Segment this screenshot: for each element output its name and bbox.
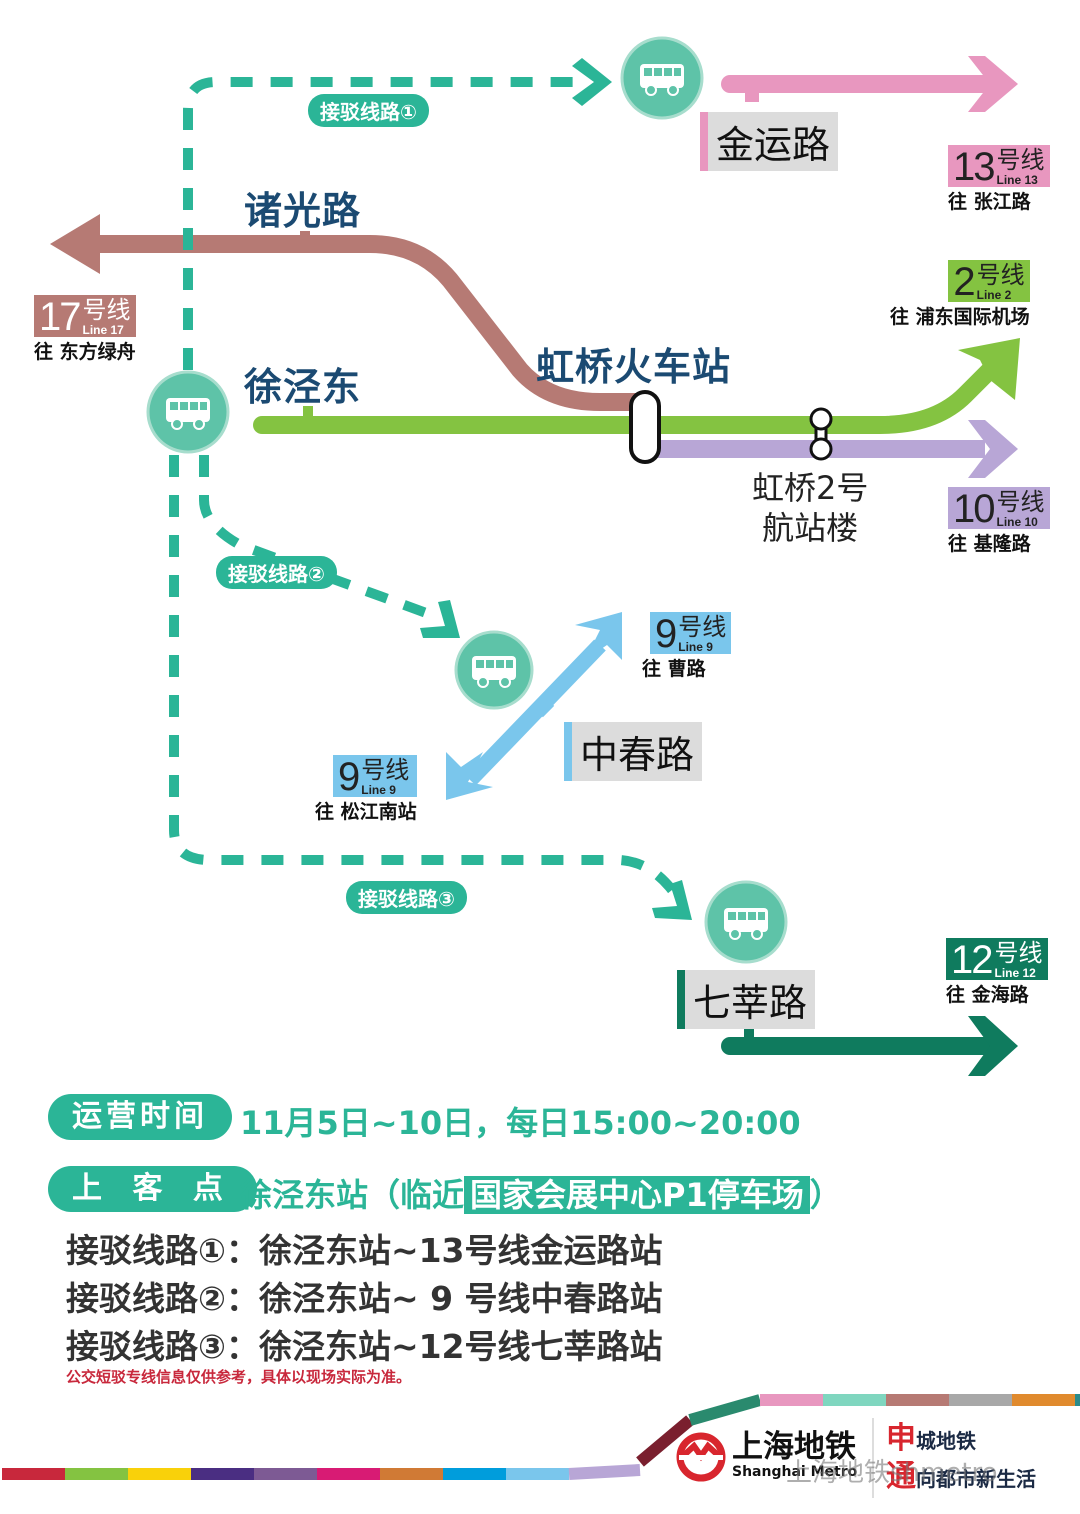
stripe-segment: [65, 1468, 128, 1480]
station-zhongchunlu: 中春路: [564, 722, 703, 781]
metro-line-color-stripe: [2, 1394, 1080, 1480]
line-2-track: [253, 338, 1020, 434]
route-description: 接驳线路③：徐泾东站~12号线七莘路站: [66, 1327, 663, 1366]
line-13-track: [721, 56, 1018, 112]
shuttle-route-1-path: [183, 58, 612, 370]
station-qixinlu: 七莘路: [677, 970, 816, 1029]
bus-stop-icon: [704, 880, 788, 964]
route-description: 接驳线路①：徐泾东站~13号线金运路站: [66, 1231, 663, 1270]
stripe-segment: [380, 1468, 443, 1480]
line-17-destination: 往 东方绿舟: [34, 341, 136, 363]
route-description: 接驳线路②：徐泾东站~ 9 号线中春路站: [66, 1279, 663, 1318]
stripe-segment: [128, 1468, 191, 1480]
pickup-point-label: 上 客 点: [48, 1166, 257, 1212]
line-9-track: [446, 612, 622, 800]
line-2-destination: 往 浦东国际机场: [890, 306, 1030, 328]
stripe-segment: [1012, 1394, 1075, 1406]
line-17-track: [50, 214, 645, 411]
station-jinyunlu: 金运路: [700, 112, 839, 171]
line-13-destination: 往 张江路: [948, 191, 1031, 213]
station-hongqiao-t2: 虹桥2号 航站楼: [752, 468, 868, 548]
hongqiao-t2-interchange-icon: [809, 407, 833, 461]
shuttle-route-2-path: [199, 455, 460, 638]
stripe-segment: [317, 1468, 380, 1480]
operating-hours-label: 运营时间: [48, 1094, 232, 1140]
stripe-segment: [506, 1468, 569, 1480]
shuttle-route-2-label: 接驳线路②: [216, 556, 337, 589]
station-hongqiao-t2-line1: 虹桥2号: [752, 469, 869, 507]
stripe-segment: [823, 1394, 886, 1406]
pickup-point-value: 徐泾东站（临近国家会展中心P1停车场）: [240, 1176, 842, 1214]
station-hongqiao-railway: 虹桥火车站: [536, 345, 732, 389]
line-10-destination: 往 基隆路: [948, 533, 1031, 555]
stripe-segment: [254, 1468, 317, 1480]
pickup-point-highlight: 国家会展中心P1停车场: [464, 1176, 810, 1214]
operating-hours-value: 11月5日~10日，每日15:00~20:00: [240, 1104, 801, 1142]
stripe-segment: [688, 1394, 762, 1426]
disclaimer-note: 公交短驳专线信息仅供参考，具体以现场实际为准。: [66, 1368, 412, 1386]
shuttle-route-1-label: 接驳线路①: [308, 94, 429, 127]
station-hongqiao-t2-line2: 航站楼: [762, 509, 859, 547]
slogan: 申城地铁 通向都市新生活: [886, 1421, 1036, 1494]
stripe-segment: [191, 1468, 254, 1480]
station-zhuguanglu: 诸光路: [244, 189, 362, 233]
watermark: 上海地铁shmetro: [786, 1458, 998, 1488]
stripe-segment: [2, 1468, 65, 1480]
shanghai-metro-wordmark: 上海地铁 Shanghai Metro: [732, 1429, 858, 1480]
stripe-segment: [443, 1468, 506, 1480]
bus-stop-icon: [454, 630, 534, 710]
stripe-segment: [886, 1394, 949, 1406]
stripe-segment: [636, 1415, 694, 1467]
hongqiao-railway-interchange-icon: [629, 390, 661, 464]
stripe-segment: [1075, 1394, 1080, 1406]
station-xujingdong: 徐泾东: [244, 365, 362, 409]
shanghai-metro-logo-icon: [676, 1432, 726, 1482]
stripe-segment: [949, 1394, 1012, 1406]
bus-stop-icon: [620, 36, 704, 120]
shuttle-route-3-label: 接驳线路③: [346, 881, 467, 914]
footer-divider: [872, 1418, 874, 1498]
line-9-north-destination: 往 曹路: [642, 658, 706, 680]
shuttle-route-3-path: [169, 455, 692, 920]
bus-stop-icon: [146, 370, 230, 454]
line-12-track: [721, 1016, 1018, 1076]
line-9-south-destination: 往 松江南站: [315, 801, 417, 823]
line-12-destination: 往 金海路: [946, 984, 1029, 1006]
stripe-segment: [760, 1394, 823, 1406]
stripe-segment: [568, 1464, 641, 1480]
